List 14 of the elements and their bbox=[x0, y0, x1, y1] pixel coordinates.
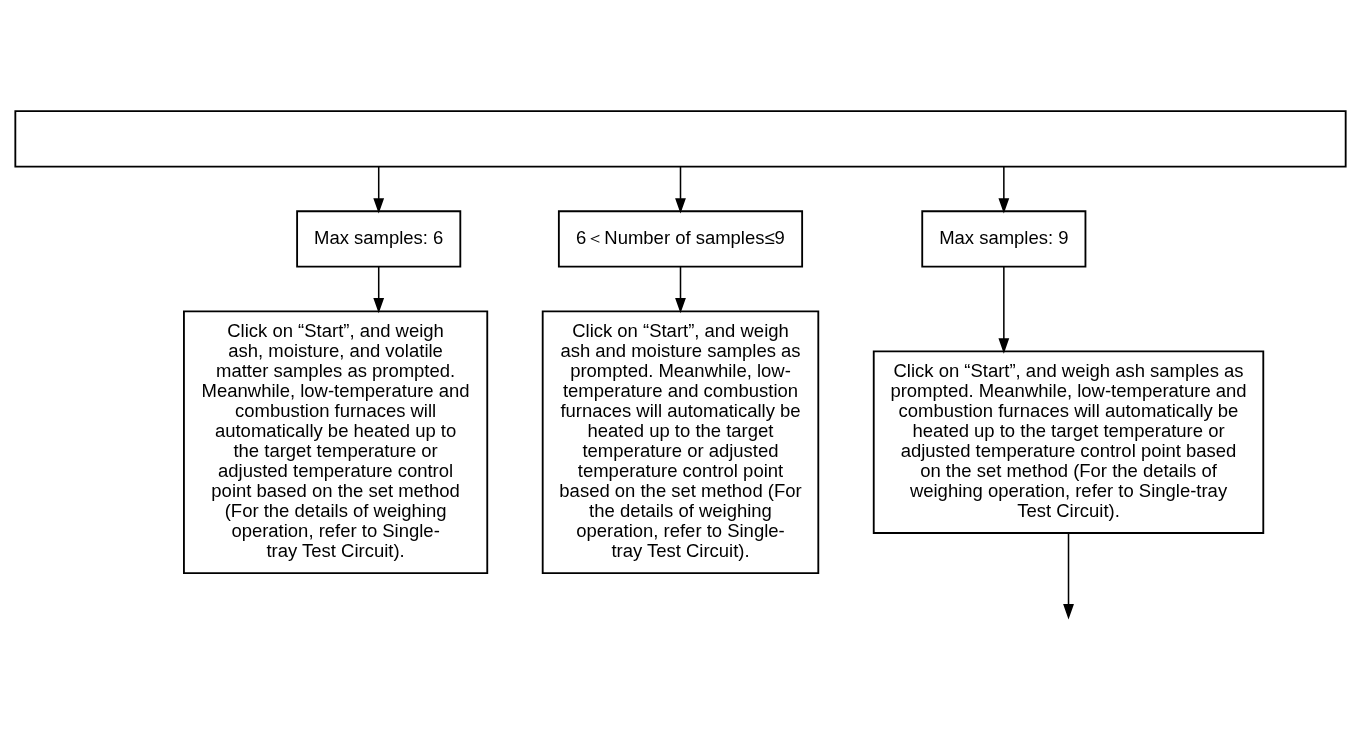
arrow bbox=[373, 265, 385, 313]
arrow bbox=[1063, 532, 1074, 620]
node-box: 6＜Number of samples≤9 bbox=[557, 209, 804, 268]
arrow bbox=[998, 265, 1010, 354]
node-box: Max samples: 9 bbox=[921, 209, 1087, 268]
node-box: Click on “Start”, and weigh ash samples as prompted. Meanwhile, low-temperature and combustion furnaces will automatically be heated up to the target temperature or adjusted temperature control point based on the set method (For the details of weighing operation, refer to Single-tray Test Circuit). bbox=[872, 349, 1265, 534]
arrow bbox=[675, 165, 686, 214]
arrow bbox=[373, 165, 385, 214]
node-box: Click on “Start”, and weigh ash and moisture samples as prompted. Meanwhile, low-temperature and combustion furnaces will automatically be heated up to the target temperature or adjusted temperature control point based on the set method (For the details of weighing operation, refer to Single-tray Test Circuit). bbox=[541, 309, 820, 574]
arrow bbox=[998, 165, 1010, 214]
arrow bbox=[675, 265, 686, 313]
node-box bbox=[14, 109, 1347, 167]
node-box: Click on “Start”, and weigh ash, moisture, and volatile matter samples as prompted. Meanwhile, low-temperature and combustion furnaces will automatically be heated up to the target temperature or adjusted temperature control point based on the set method (For the details of weighing operation, refer to Single-tray Test Circuit). bbox=[183, 309, 489, 574]
node-box: Max samples: 6 bbox=[296, 209, 462, 268]
